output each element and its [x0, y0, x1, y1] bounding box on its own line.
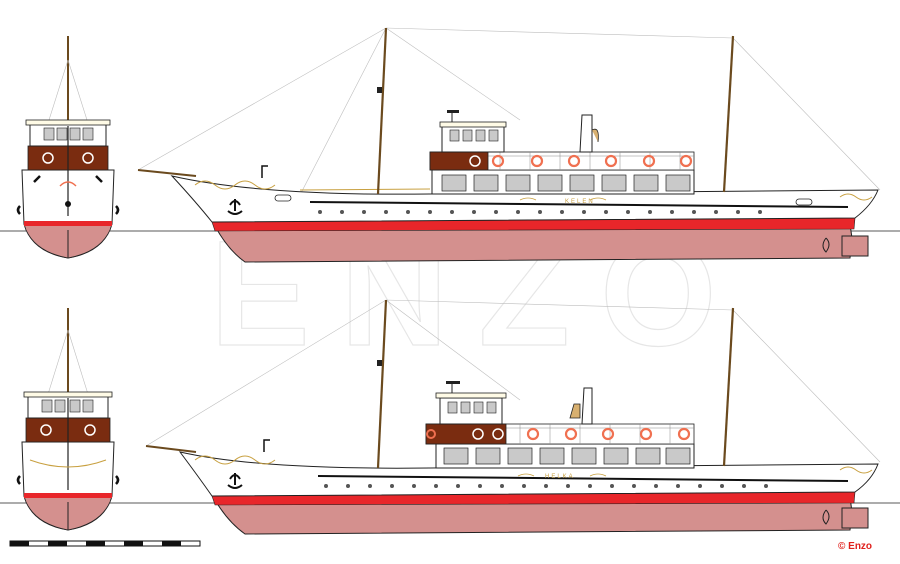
funnel-top	[579, 114, 593, 153]
bow-trim-bottom	[194, 455, 276, 465]
ship-name-bottom: HELKA	[545, 474, 575, 480]
bowsprit-bottom	[145, 445, 197, 453]
side-view-bottom: HELKA	[0, 299, 900, 535]
anchor-icon-bottom	[227, 473, 243, 489]
propeller-top	[822, 237, 830, 253]
rigging-bottom	[145, 299, 881, 463]
lifebuoys-top	[491, 154, 693, 168]
copyright-symbol: ©	[838, 541, 846, 552]
deckhouse-windows-top	[441, 174, 691, 192]
foremast-bottom	[376, 299, 388, 469]
topside-top	[170, 175, 879, 223]
propeller-bottom	[822, 509, 830, 525]
side-view-top: KELEN	[0, 27, 900, 263]
portholes-top	[318, 210, 762, 214]
ship-name-top: KELEN	[565, 199, 595, 205]
bow-trim-top	[194, 180, 276, 190]
anchor-icon	[227, 199, 243, 215]
front-view-bottom	[16, 308, 120, 531]
rigging-top	[137, 27, 881, 196]
mainmast-bottom	[722, 307, 735, 467]
copyright-credit: © Enzo	[838, 541, 872, 552]
ships-wheel-icon	[469, 155, 481, 167]
lifebuoys-bottom	[526, 427, 691, 441]
bowsprit-top	[137, 169, 197, 177]
rubbing-strake-top	[309, 201, 849, 208]
scale-bar	[9, 540, 201, 547]
funnel-bottom	[581, 387, 593, 425]
rudder-top	[841, 235, 869, 257]
mainmast-top	[722, 35, 735, 193]
front-view-top	[16, 36, 120, 259]
wheelhouse-lower-bottom	[425, 423, 507, 445]
rubbing-strake-bottom	[317, 475, 849, 482]
portholes-bottom	[324, 484, 768, 488]
foremast-top	[376, 27, 388, 195]
rudder-bottom	[841, 507, 869, 529]
author-name: Enzo	[848, 541, 873, 552]
